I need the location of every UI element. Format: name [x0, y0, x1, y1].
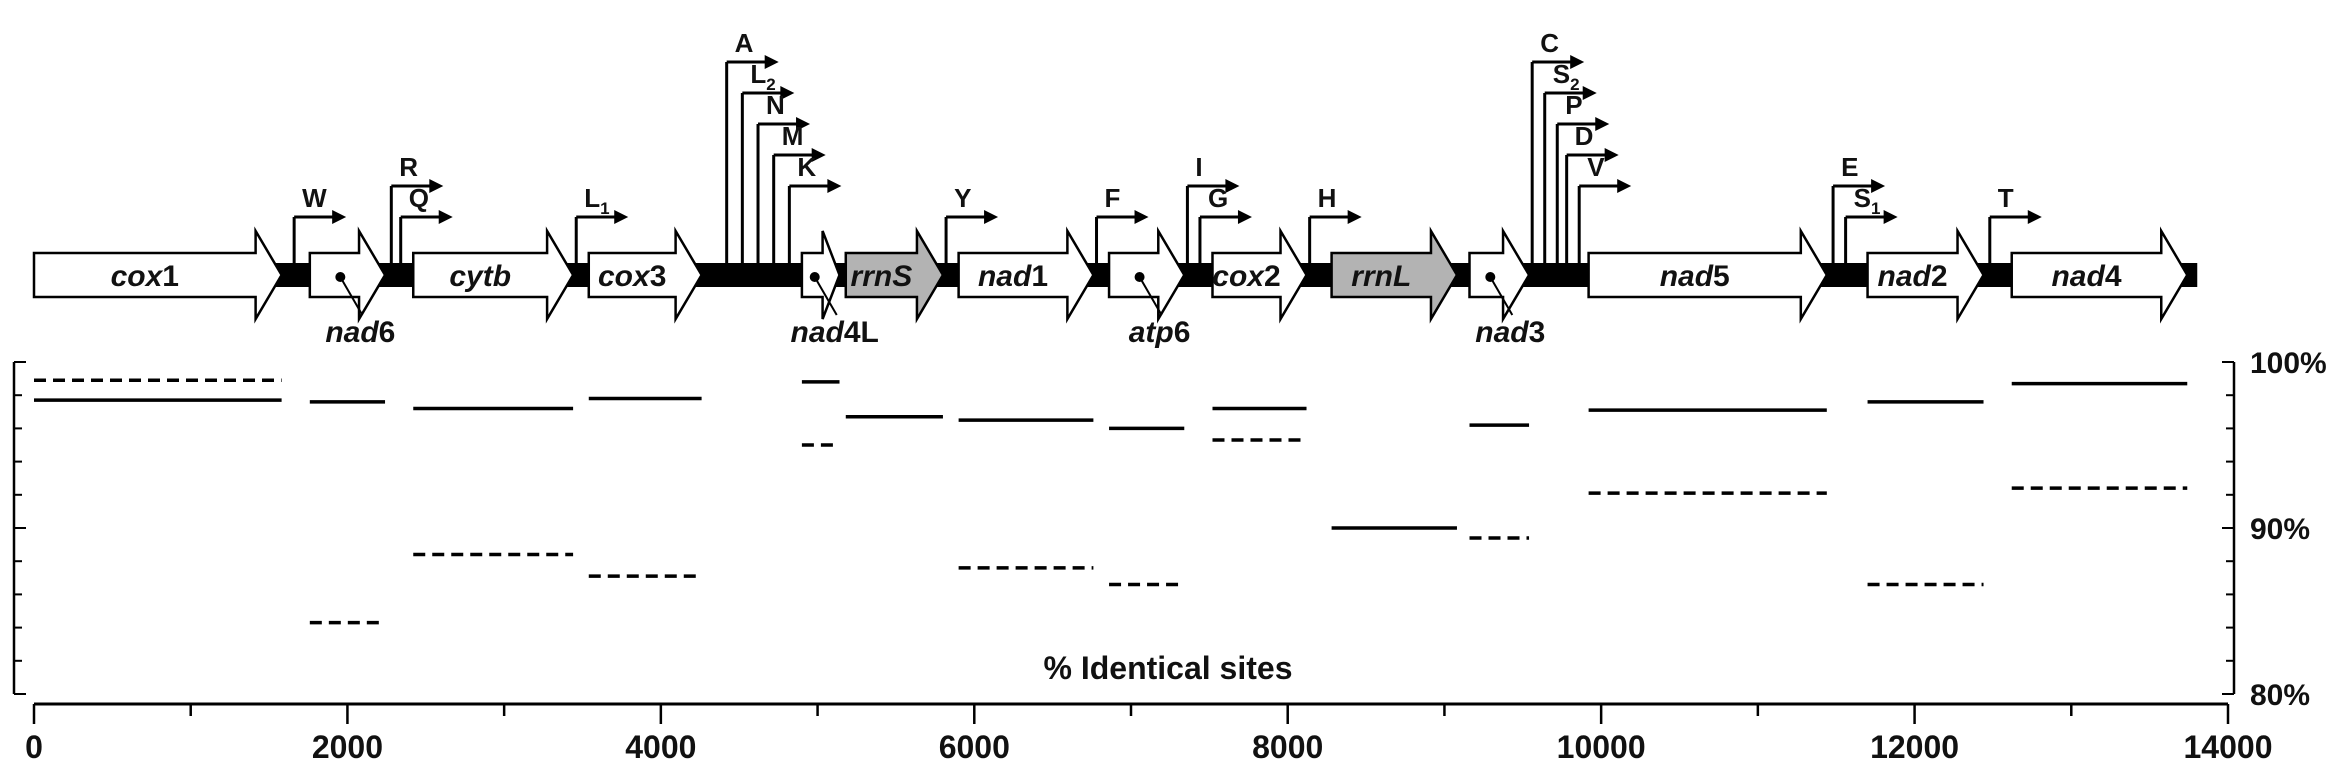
gene-label-cytb: cytb: [449, 260, 511, 293]
position-axis: 0 2000 4000 6000 8000 10000 12000 14000: [25, 702, 2273, 765]
trna-label-K: K: [797, 152, 816, 182]
gene-arrow-cox3: [587, 226, 704, 324]
trna-arrowhead: [984, 210, 999, 224]
gene-leader: [1138, 276, 1163, 316]
gene-arrow-nad2: [1866, 226, 1985, 324]
x-tick-label: 4000: [625, 729, 696, 765]
trna-label-Y: Y: [954, 183, 971, 213]
gene-label-nad3: nad3: [1475, 316, 1545, 349]
trna-arrowhead: [429, 179, 444, 193]
gene-label-nad4: nad4: [2051, 260, 2121, 293]
gene-label-rrnL: rrnL: [1351, 260, 1411, 293]
y-tick-label: 90%: [2250, 513, 2310, 546]
trna-label-P: P: [1565, 90, 1582, 120]
x-tick-label: 10000: [1557, 729, 1646, 765]
trna-label-N: N: [766, 90, 785, 120]
identity-annotation: % Identical sites: [1044, 650, 1293, 686]
gene-label-cox2: cox2: [1212, 260, 1280, 293]
gene-label-nad6: nad6: [325, 316, 395, 349]
gene-leader: [339, 276, 364, 316]
trna-label-G: G: [1208, 183, 1228, 213]
gene-label-nad1: nad1: [978, 260, 1048, 293]
gene-arrow-rrnL: [1330, 226, 1459, 324]
gene-arrow-atp6: [1107, 226, 1186, 324]
trna-label-D: D: [1575, 121, 1594, 151]
trna-label-S2: S2: [1553, 59, 1580, 94]
trna-arrowhead: [1595, 117, 1610, 131]
gene-arrow-nad4: [2010, 226, 2189, 324]
trna-label-W: W: [302, 183, 327, 213]
trna-label-A: A: [735, 28, 754, 58]
trna-label-V: V: [1587, 152, 1605, 182]
trna-arrowhead: [332, 210, 347, 224]
trna-label-E: E: [1841, 152, 1858, 182]
gene-label-cox3: cox3: [598, 260, 666, 293]
trna-arrowhead: [1347, 210, 1362, 224]
trna-arrowhead: [764, 55, 779, 69]
gene-arrow-rrnS: [844, 226, 945, 324]
gene-leader: [813, 276, 838, 316]
gene-label-atp6: atp6: [1129, 316, 1191, 349]
x-tick-label: 2000: [312, 729, 383, 765]
trna-arrowhead: [2027, 210, 2042, 224]
trna-arrowhead: [796, 117, 811, 131]
gene-arrow-nad4L: [800, 230, 841, 320]
identity-plot: 80% 90% 100%: [12, 347, 2327, 712]
trna-arrowhead: [1582, 86, 1597, 100]
trna-arrowhead: [811, 148, 826, 162]
trna-label-C: C: [1540, 28, 1559, 58]
trna-arrowhead: [780, 86, 795, 100]
gene-label-nad2: nad2: [1878, 260, 1948, 293]
trna-label-F: F: [1105, 183, 1121, 213]
gene-arrow-cox1: [32, 226, 284, 324]
trna-arrowhead: [1604, 148, 1619, 162]
trna-label-H: H: [1318, 183, 1337, 213]
trna-arrowhead: [1237, 210, 1252, 224]
trna-label-L2: L2: [750, 59, 775, 94]
gene-arrow-nad6: [308, 226, 387, 324]
trna-label-S1: S1: [1854, 183, 1881, 218]
gene-leader: [1489, 276, 1514, 316]
y-tick-label: 80%: [2250, 679, 2310, 712]
x-tick-label: 8000: [1252, 729, 1323, 765]
trna-arrowhead: [1883, 210, 1898, 224]
trna-arrowhead: [1871, 179, 1886, 193]
trna-arrowhead: [1225, 179, 1240, 193]
y-tick-label: 100%: [2250, 347, 2327, 380]
trna-label-R: R: [399, 152, 418, 182]
gene-arrow-nad3: [1468, 226, 1531, 324]
trna-label-M: M: [782, 121, 804, 151]
gene-label-cox1: cox1: [111, 260, 179, 293]
trna-label-Q: Q: [409, 183, 429, 213]
trna-label-T: T: [1998, 183, 2014, 213]
gene-label-rrnS: rrnS: [851, 260, 913, 293]
trna-arrowhead: [614, 210, 629, 224]
x-tick-label: 12000: [1870, 729, 1959, 765]
x-tick-label: 6000: [939, 729, 1010, 765]
x-tick-label: 0: [25, 729, 43, 765]
gene-label-nad5: nad5: [1660, 260, 1730, 293]
trna-arrowhead: [1570, 55, 1585, 69]
trna-label-I: I: [1195, 152, 1202, 182]
trna-arrowhead: [1617, 179, 1632, 193]
gene-arrow-cox2: [1211, 226, 1308, 324]
gene-arrow-nad1: [957, 226, 1095, 324]
trna-arrowhead: [438, 210, 453, 224]
trna-arrowhead: [827, 179, 842, 193]
gene-label-nad4L: nad4L: [791, 316, 879, 349]
gene-arrow-cytb: [411, 226, 575, 324]
trna-label-L1: L1: [584, 183, 609, 218]
gene-arrow-nad5: [1587, 226, 1829, 324]
x-tick-label: 14000: [2184, 729, 2273, 765]
trna-arrowhead: [1134, 210, 1149, 224]
